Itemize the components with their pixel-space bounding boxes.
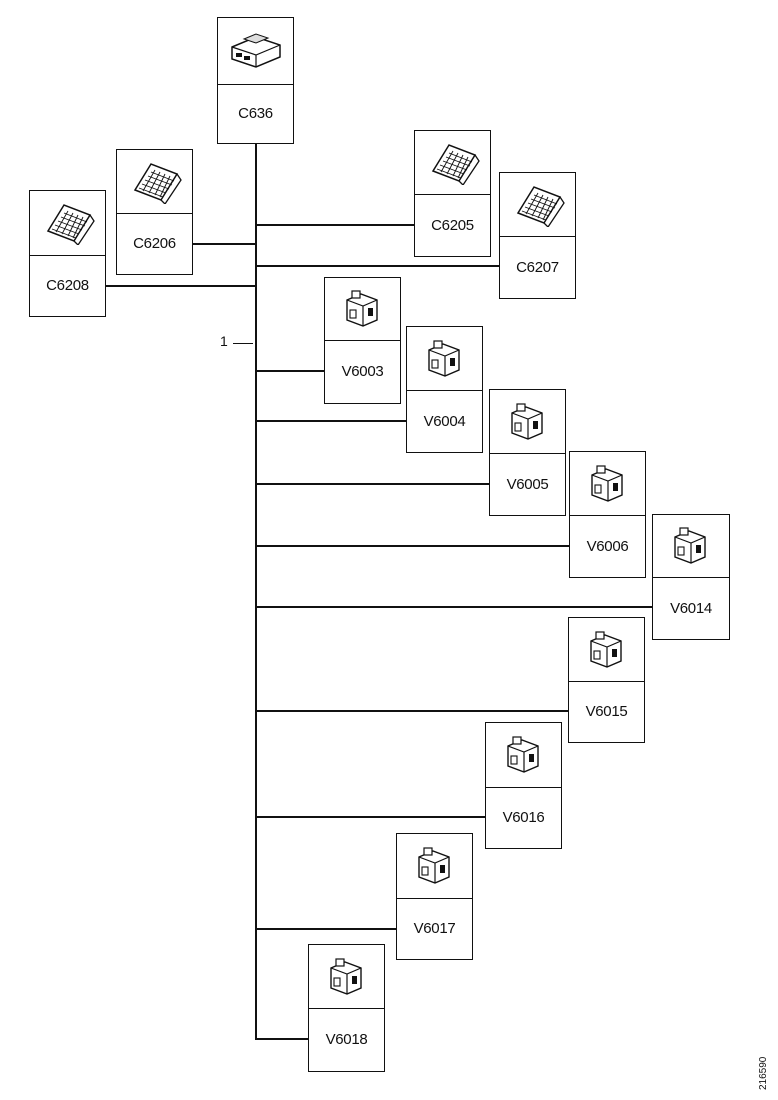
- connector-label: V6006: [586, 537, 629, 555]
- multi-pin-connector-icon: [133, 162, 182, 204]
- two-pin-connector-icon: [329, 957, 362, 995]
- connector-c6207[interactable]: C6207: [499, 172, 576, 299]
- connector-label: V6017: [413, 920, 456, 937]
- connector-v6015[interactable]: V6015: [568, 617, 645, 743]
- connector-v6016[interactable]: V6016: [485, 722, 562, 849]
- two-pin-connector-icon: [674, 527, 706, 564]
- branch-wire-c6205: [256, 224, 414, 226]
- branch-wire-v6018: [256, 1038, 308, 1040]
- two-pin-connector-icon: [589, 630, 622, 668]
- connector-v6005[interactable]: V6005: [489, 389, 566, 516]
- connector-label: V6014: [670, 599, 712, 617]
- branch-wire-v6004: [256, 420, 406, 422]
- connector-c6205[interactable]: C6205: [414, 130, 491, 257]
- multi-pin-connector-icon: [46, 204, 95, 245]
- connector-v6017[interactable]: V6017: [396, 833, 473, 960]
- branch-wire-v6006: [256, 545, 569, 547]
- connector-c6208[interactable]: C6208: [29, 190, 106, 317]
- branch-wire-c6208: [106, 285, 256, 287]
- connector-label: C6207: [516, 258, 559, 276]
- connector-v6014[interactable]: V6014: [652, 514, 730, 640]
- connector-label: C6206: [133, 235, 176, 252]
- connector-v6003[interactable]: V6003: [324, 277, 401, 404]
- branch-wire-v6003: [256, 370, 324, 372]
- two-pin-connector-icon: [345, 290, 378, 327]
- ecu-connector-icon: [230, 33, 281, 68]
- connector-label: V6003: [341, 363, 384, 380]
- connector-label: V6016: [502, 809, 545, 826]
- two-pin-connector-icon: [417, 847, 450, 884]
- branch-wire-v6017: [256, 928, 396, 930]
- connector-label: C6205: [431, 216, 474, 234]
- connector-label: V6018: [325, 1031, 368, 1048]
- connector-label: V6005: [506, 475, 549, 493]
- branch-wire-c6207: [256, 265, 499, 267]
- connector-c636[interactable]: C636: [217, 17, 294, 144]
- branch-wire-v6015: [256, 710, 568, 712]
- connector-v6006[interactable]: V6006: [569, 451, 646, 578]
- two-pin-connector-icon: [506, 736, 539, 773]
- connector-v6004[interactable]: V6004: [406, 326, 483, 453]
- two-pin-connector-icon: [590, 464, 623, 502]
- multi-pin-connector-icon: [431, 143, 480, 185]
- connector-label: C6208: [46, 277, 89, 294]
- branch-wire-c6206: [193, 243, 256, 245]
- connector-v6018[interactable]: V6018: [308, 944, 385, 1072]
- multi-pin-connector-icon: [516, 185, 565, 227]
- connector-label: V6015: [585, 703, 628, 720]
- document-id: 216590: [758, 1056, 769, 1090]
- connector-label: V6004: [423, 412, 466, 430]
- two-pin-connector-icon: [427, 339, 460, 377]
- branch-wire-v6014: [256, 606, 652, 608]
- connector-label: C636: [238, 105, 273, 122]
- branch-wire-v6005: [256, 483, 489, 485]
- branch-wire-v6016: [256, 816, 485, 818]
- callout-leader-line: [233, 343, 253, 344]
- connector-c6206[interactable]: C6206: [116, 149, 193, 275]
- two-pin-connector-icon: [510, 402, 543, 440]
- main-trunk-wire: [255, 143, 257, 1040]
- callout-number: 1: [220, 333, 228, 349]
